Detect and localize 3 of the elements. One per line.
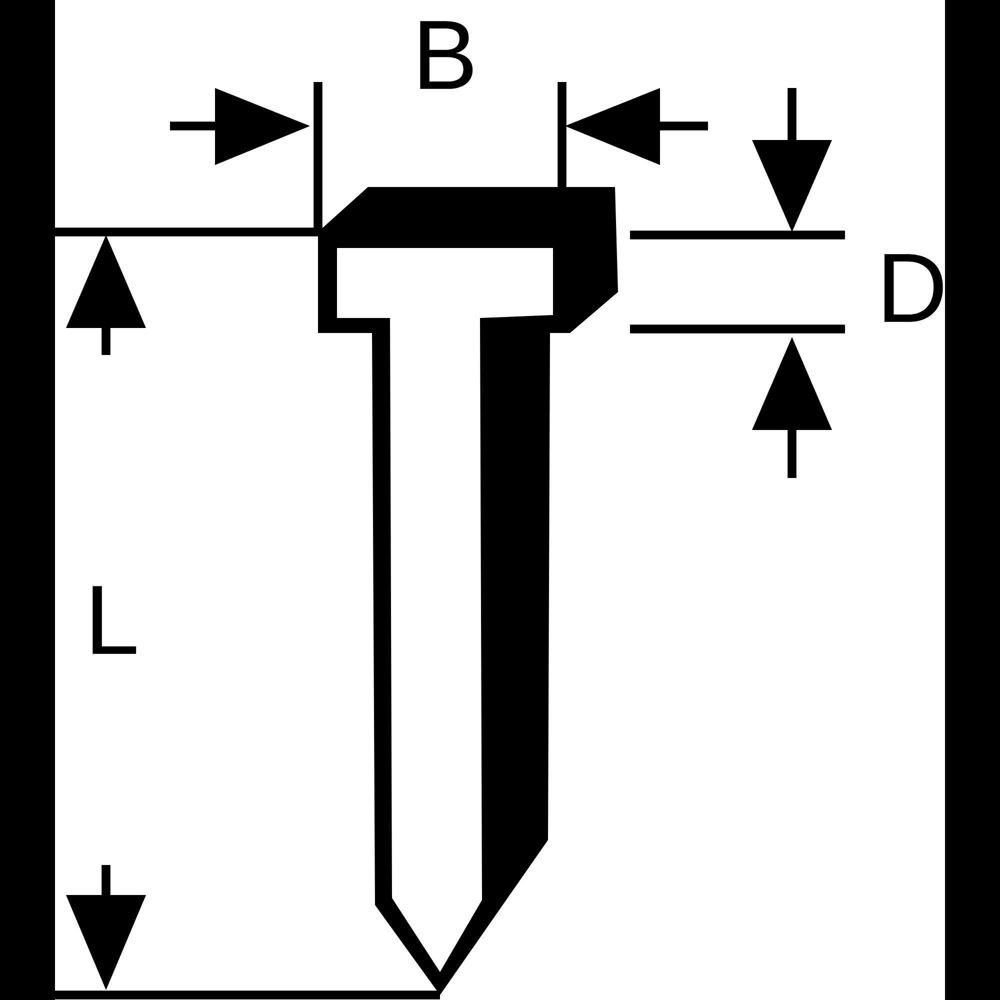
dimension-label: D: [884, 254, 943, 322]
dimension-label: L: [92, 586, 136, 654]
dimension-label: B: [420, 21, 473, 89]
